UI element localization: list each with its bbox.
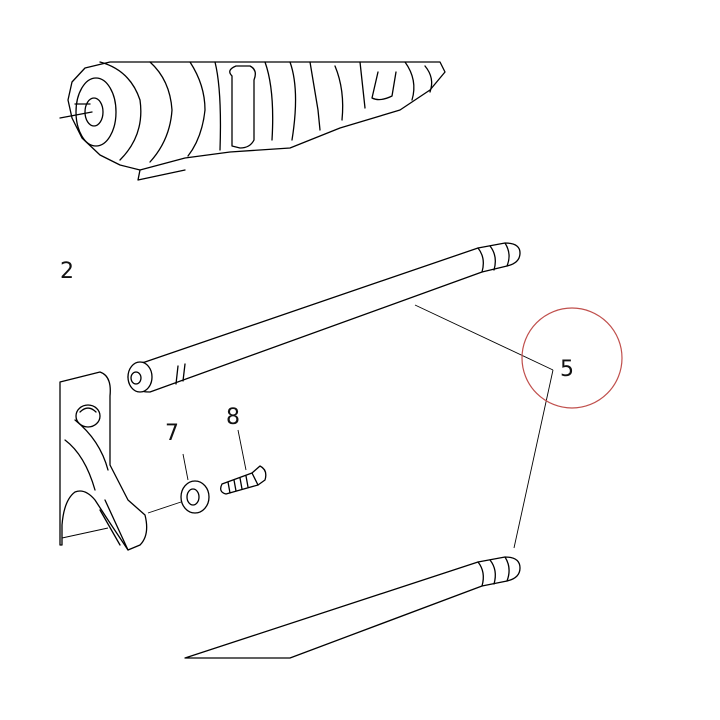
shift-rod-upper [127,242,521,393]
leader-line-5-upper [414,304,554,371]
washer [147,480,210,514]
shift-drum [59,61,446,181]
leader-line-8 [237,429,247,471]
highlight-circle [521,307,623,409]
shift-rod-lower [184,556,521,659]
leader-lines [182,304,554,549]
callout-5: 5 [560,357,574,382]
callout-8: 8 [226,405,240,430]
leader-line-5-lower [513,369,554,549]
callout-7: 7 [165,421,179,446]
shift-fork [59,371,148,551]
leader-line-7 [182,453,189,481]
screw [220,465,267,495]
callout-2: 2 [60,259,74,284]
